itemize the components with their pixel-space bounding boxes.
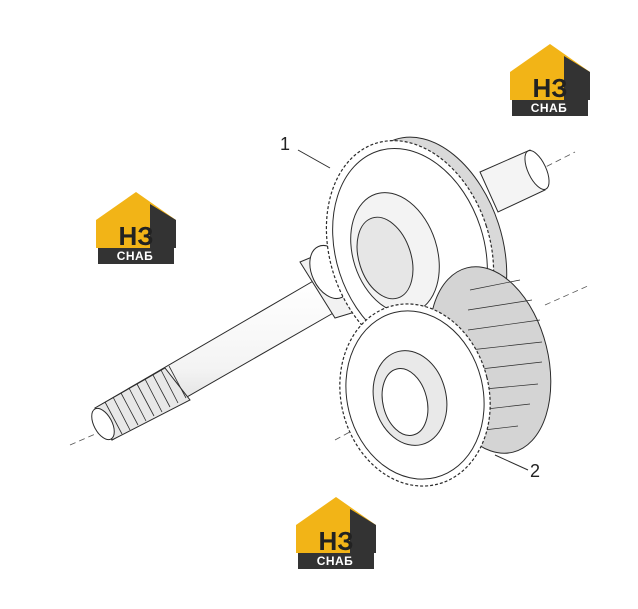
watermark-label: СНАБ xyxy=(316,554,354,568)
watermark-label: СНАБ xyxy=(530,101,568,115)
watermark-label: СНАБ xyxy=(116,249,154,263)
watermark-logo-top-right: НЗ СНАБ xyxy=(504,42,596,122)
house-logo-icon: НЗ xyxy=(510,44,590,116)
house-logo-icon: НЗ xyxy=(96,192,176,264)
svg-text:НЗ: НЗ xyxy=(532,73,567,103)
callout-part-1: 1 xyxy=(280,134,291,154)
watermark-logo-bottom: НЗ СНАБ xyxy=(290,495,382,575)
svg-text:НЗ: НЗ xyxy=(318,526,353,556)
leader-line-1 xyxy=(297,149,331,169)
watermark-logo-left: НЗ СНАБ xyxy=(90,190,182,270)
house-logo-icon: НЗ xyxy=(296,497,376,569)
leader-lines xyxy=(297,149,529,471)
svg-text:НЗ: НЗ xyxy=(118,221,153,251)
leader-line-2 xyxy=(494,454,529,471)
gear-lower xyxy=(339,266,552,487)
callout-part-2: 2 xyxy=(530,461,541,481)
